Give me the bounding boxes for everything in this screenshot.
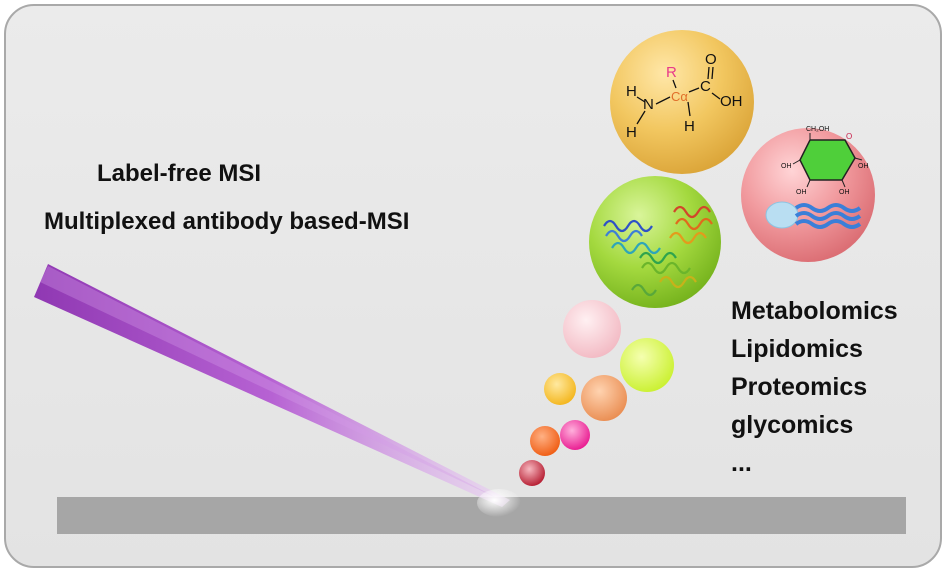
laser-beam xyxy=(34,264,510,507)
sugar-label-oh-left: OH xyxy=(781,163,792,170)
omics-item-glycomics: glycomics xyxy=(731,411,854,439)
lipid-head-icon xyxy=(765,201,799,229)
protein-sphere xyxy=(589,176,721,308)
amino-label-c: C xyxy=(700,78,711,95)
sugar-label-oh-bottom-right: OH xyxy=(839,189,850,196)
sugar-label-oh-right: OH xyxy=(858,163,869,170)
amino-label-r: R xyxy=(666,64,677,81)
ion-droplet-pink xyxy=(563,300,621,358)
sugar-sphere: CH₂OH O OH OH OH OH xyxy=(741,126,875,262)
ion-droplet-orange xyxy=(581,375,627,421)
ion-droplet-yellow xyxy=(544,373,576,405)
sugar-label-ch2oh: CH₂OH xyxy=(806,126,829,133)
amino-label-h-bottom: H xyxy=(684,118,695,135)
amino-label-o-top: O xyxy=(705,51,717,68)
sugar-label-oh-bottom-left: OH xyxy=(796,189,807,196)
omics-item-lipidomics: Lipidomics xyxy=(731,335,863,363)
amino-label-h-left: H xyxy=(626,83,637,100)
ion-droplet-red-orange xyxy=(530,426,560,456)
ion-droplet-magenta xyxy=(560,420,590,450)
amino-label-h-bottom-left: H xyxy=(626,124,637,141)
omics-item-proteomics: Proteomics xyxy=(731,373,868,401)
amino-acid-sphere: R H N H Cα H C O OH xyxy=(610,30,754,174)
amino-label-c-alpha: Cα xyxy=(671,89,688,104)
omics-list: Metabolomics Lipidomics Proteomics glyco… xyxy=(731,292,898,482)
amino-label-n: N xyxy=(643,96,654,113)
protein-structure-icon xyxy=(603,205,713,297)
ion-droplet-lime xyxy=(620,338,674,392)
sugar-label-o: O xyxy=(846,132,852,141)
heading-label-free: Label-free MSI xyxy=(97,160,262,187)
desorption-spot xyxy=(477,489,521,517)
diagram-frame xyxy=(4,4,942,568)
omics-item-metabolomics: Metabolomics xyxy=(731,297,898,325)
ion-droplet-red xyxy=(519,460,545,486)
omics-item-ellipsis: ... xyxy=(731,449,752,477)
amino-label-oh: OH xyxy=(720,93,743,110)
lipid-tail-icon xyxy=(794,203,862,229)
heading-multiplexed: Multiplexed antibody based-MSI xyxy=(44,208,410,235)
